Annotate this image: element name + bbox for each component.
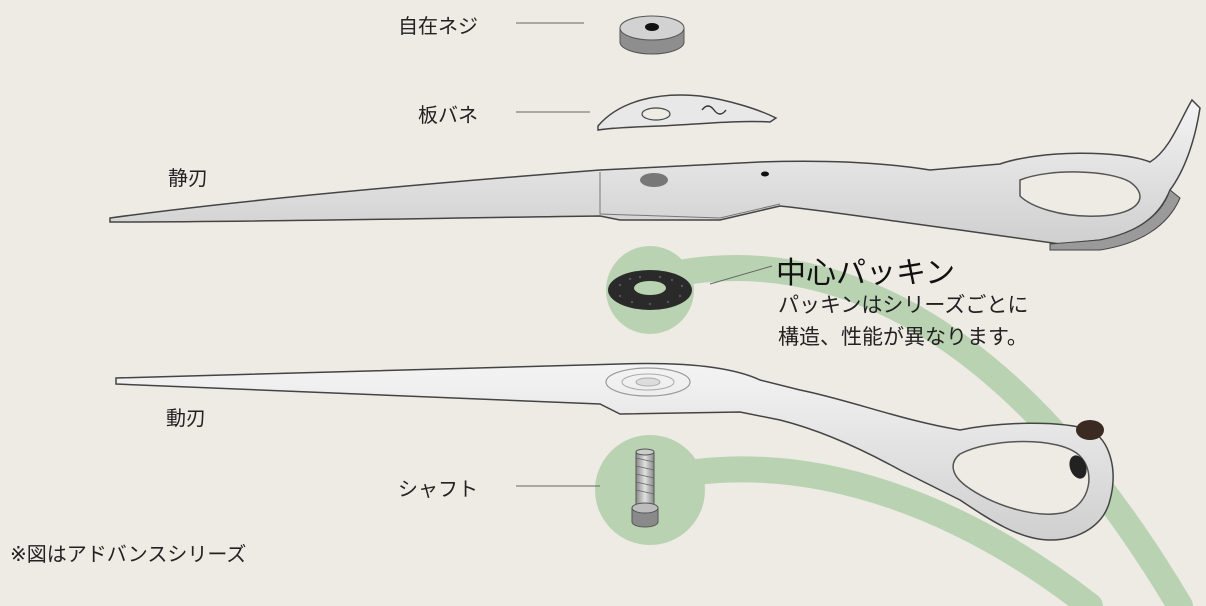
footnote: ※図はアドバンスシリーズ: [10, 542, 247, 566]
packing-leader: [709, 265, 773, 285]
fixed-blade-part: [109, 98, 1201, 251]
moving-blade-part: [115, 362, 1114, 541]
center-packing-part: [608, 270, 692, 310]
center-packing-title: 中心パッキン: [776, 256, 956, 291]
adjust-screw-label: 自在ネジ: [398, 14, 478, 38]
leader-lines: [516, 22, 773, 487]
packing-note-line1: パッキンはシリーズごとに: [778, 293, 1029, 317]
packing-note-line2: 構造、性能が異なります。: [778, 325, 1028, 349]
shaft-part: [631, 448, 659, 528]
shaft-label: シャフト: [398, 477, 478, 501]
adjust-screw-part: [619, 15, 685, 55]
shaft-highlight-band: [637, 456, 1103, 606]
moving-blade-label: 動刃: [166, 406, 206, 430]
leaf-spring-part: [597, 94, 778, 131]
leaf-spring-label: 板バネ: [418, 103, 478, 127]
fixed-blade-label: 静刃: [168, 166, 208, 190]
